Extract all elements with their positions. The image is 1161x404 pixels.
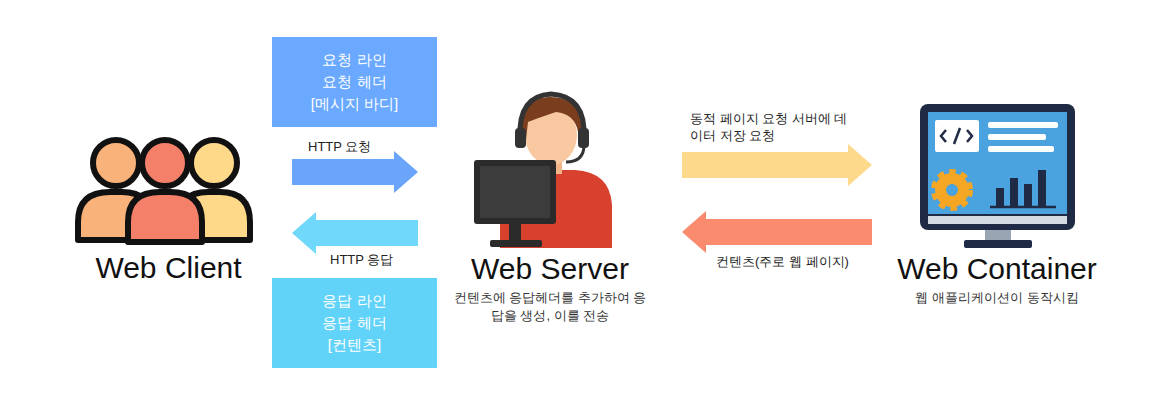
request-line: 요청 라인 [322, 49, 386, 71]
code-bracket [967, 130, 972, 142]
actor-description: 컨텐츠에 응답헤더를 추가하여 응답을 생성, 이를 전송 [448, 289, 653, 325]
message-part-box: 요청 라인요청 헤더[메시지 바디] [272, 37, 437, 127]
actor-title: Web Server [471, 252, 629, 286]
monitor-screen [928, 112, 1067, 214]
chart-bar [1010, 178, 1018, 206]
actor-node: Web Client [45, 135, 292, 295]
monitor-frame [920, 104, 1075, 230]
block-arrow [292, 212, 418, 254]
gear [935, 173, 969, 207]
headset-mic [566, 145, 584, 162]
message-body: [메시지 바디] [311, 93, 399, 115]
server-operator-icon [474, 94, 612, 248]
monitor-screen [474, 160, 556, 224]
chart-bar [1038, 170, 1046, 206]
code-window [935, 120, 979, 152]
monitor-stand [509, 224, 521, 242]
monitor-base [964, 240, 1032, 248]
monitor-chin [928, 216, 1067, 224]
block-arrow [682, 144, 872, 186]
text-bar [988, 134, 1046, 140]
code-bracket [941, 130, 946, 142]
response-header: 응답 헤더 [322, 312, 386, 334]
edge-label: HTTP 응답 [330, 251, 393, 268]
code-slash [954, 128, 960, 144]
text-bar [988, 146, 1054, 152]
actor-title: Web Client [95, 251, 241, 285]
block-arrow [682, 211, 872, 253]
edge-label: 컨텐츠(주로 웹 페이지) [716, 253, 849, 270]
person-head [191, 140, 237, 186]
chart-bar [1024, 184, 1032, 206]
chart-axis [990, 206, 1056, 209]
chart-bar [996, 188, 1004, 206]
request-header: 요청 헤더 [322, 71, 386, 93]
block-arrow [292, 151, 418, 193]
edge-label: 동적 페이지 요청 서버에 데이터 저장 요청 [690, 110, 855, 144]
message-part-box: 응답 라인응답 헤더[컨텐츠] [272, 278, 437, 368]
actor-description: 웹 애플리케이션이 동작시킴 [915, 289, 1078, 307]
actor-node: Web Server컨텐츠에 응답헤더를 추가하여 응답을 생성, 이를 전송 [418, 90, 682, 330]
text-bar [988, 122, 1058, 128]
container-monitor-icon [920, 104, 1075, 248]
actor-title: Web Container [897, 252, 1097, 286]
monitor-inner [480, 166, 550, 218]
edge-label: HTTP 요청 [308, 138, 371, 155]
person-head [93, 140, 139, 186]
person-head [142, 140, 188, 186]
headset-ear [515, 128, 526, 148]
monitor-base [490, 240, 542, 247]
gear-hole [946, 184, 958, 196]
monitor-stand [985, 230, 1011, 241]
response-content: [컨텐츠] [328, 334, 381, 356]
client-people-icon [78, 140, 250, 242]
response-line: 응답 라인 [322, 290, 386, 312]
headset-band [520, 94, 584, 138]
person-body [128, 192, 202, 242]
actor-node: Web Container 웹 애플리케이션이 동작시킴 [872, 100, 1122, 310]
